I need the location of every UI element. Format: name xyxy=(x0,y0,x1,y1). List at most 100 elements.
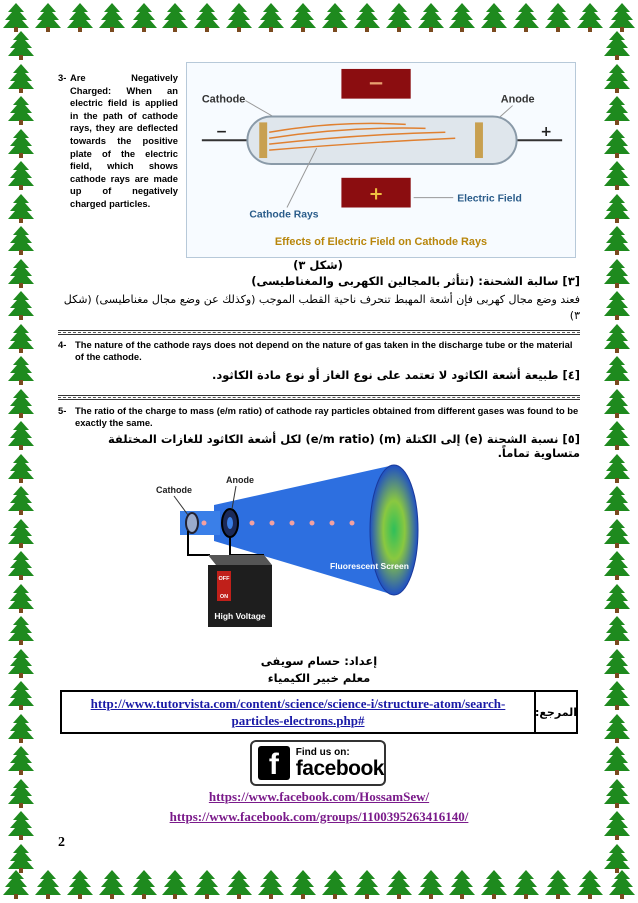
ray-dot xyxy=(201,520,207,526)
tree-icon xyxy=(130,2,158,32)
point-number: 4- xyxy=(58,339,67,350)
tree-icon xyxy=(7,843,35,873)
facebook-wordmark: facebook xyxy=(295,756,385,780)
tree-icon xyxy=(603,193,631,223)
tree-border-top xyxy=(0,2,638,36)
cathode-label: Cathode xyxy=(202,94,246,106)
point-5-arabic: [٥] نسبة الشحنة (e) إلى الكتلة (m) (e/m … xyxy=(107,432,580,460)
cathode-pointer xyxy=(173,495,189,516)
tree-icon xyxy=(603,680,631,710)
tree-icon xyxy=(7,258,35,288)
tree-icon xyxy=(7,388,35,418)
tree-icon xyxy=(576,2,604,32)
tree-icon xyxy=(385,2,413,32)
tree-icon xyxy=(193,869,221,899)
ray-dot xyxy=(269,520,275,526)
switch-off-label: OFF xyxy=(219,576,231,582)
tree-icon xyxy=(66,2,94,32)
tree-icon xyxy=(98,869,126,899)
ray-line xyxy=(269,131,446,145)
tree-icon xyxy=(603,63,631,93)
tree-icon xyxy=(161,2,189,32)
tree-icon xyxy=(7,810,35,840)
anode-plus: + xyxy=(540,124,552,140)
tree-icon xyxy=(7,648,35,678)
find-us-label: Find us on: xyxy=(295,746,350,758)
cathode-disc xyxy=(185,512,199,534)
facebook-badge-text: Find us on: facebook xyxy=(295,746,385,780)
tree-icon xyxy=(608,869,636,899)
tree-icon xyxy=(603,648,631,678)
tree-icon xyxy=(603,518,631,548)
tree-icon xyxy=(130,869,158,899)
electric-field-label: Electric Field xyxy=(457,194,522,205)
divider xyxy=(58,330,580,335)
teacher-title: معلم خبير الكيمياء xyxy=(267,671,371,685)
tree-icon xyxy=(603,778,631,808)
tree-border-right xyxy=(600,30,634,873)
ray-line xyxy=(269,137,456,151)
tree-icon xyxy=(7,518,35,548)
facebook-group-link[interactable]: https://www.facebook.com/groups/11003952… xyxy=(169,809,469,824)
tree-icon xyxy=(7,550,35,580)
tree-icon xyxy=(7,193,35,223)
cathode-label: Cathode xyxy=(156,485,192,495)
point-3-arabic-body: فعند وضع مجال كهربى فإن أشعة المهبط تنحر… xyxy=(63,293,580,322)
tree-icon xyxy=(7,225,35,255)
tree-icon xyxy=(7,583,35,613)
tree-icon xyxy=(603,485,631,515)
tree-icon xyxy=(544,869,572,899)
tree-icon xyxy=(603,95,631,125)
tree-icon xyxy=(603,388,631,418)
tree-icon xyxy=(608,2,636,32)
tree-icon xyxy=(603,583,631,613)
electric-field-diagram: − Cathode Anode − + + Cathode Rays Elect… xyxy=(186,62,576,258)
facebook-badge[interactable]: f Find us on: facebook xyxy=(250,740,386,786)
plus-sign: + xyxy=(369,184,384,205)
tree-icon xyxy=(289,2,317,32)
tree-icon xyxy=(7,63,35,93)
tube-cone xyxy=(214,465,394,595)
tree-icon xyxy=(603,128,631,158)
point-text: Are Negatively Charged: When an electric… xyxy=(70,72,178,209)
tree-icon xyxy=(321,869,349,899)
tree-icon xyxy=(603,30,631,60)
ray-line xyxy=(269,127,426,139)
tree-icon xyxy=(34,2,62,32)
tree-icon xyxy=(7,453,35,483)
cathode-plate xyxy=(259,122,268,159)
tree-icon xyxy=(353,2,381,32)
tree-icon xyxy=(7,355,35,385)
tree-icon xyxy=(603,713,631,743)
tree-icon xyxy=(257,2,285,32)
ray-dot xyxy=(309,520,315,526)
tree-icon xyxy=(225,2,253,32)
tree-icon xyxy=(603,843,631,873)
anode-label: Anode xyxy=(501,94,535,106)
point-number: 3- xyxy=(58,72,67,83)
tree-icon xyxy=(417,2,445,32)
tree-icon xyxy=(512,2,540,32)
rays-pointer xyxy=(286,147,318,208)
ray-line xyxy=(269,122,406,134)
point-4-arabic: [٤] طبيعة أشعة الكاثود لا تعتمد على نوع … xyxy=(211,368,580,382)
cathode-rays-label: Cathode Rays xyxy=(249,209,318,220)
tree-icon xyxy=(7,128,35,158)
point-number: 5- xyxy=(58,405,67,416)
reference-link[interactable]: http://www.tutorvista.com/content/scienc… xyxy=(90,696,506,728)
tree-icon xyxy=(385,869,413,899)
tree-icon xyxy=(7,680,35,710)
point-text: The nature of the cathode rays does not … xyxy=(75,339,573,362)
point-4-english: 4- The nature of the cathode rays does n… xyxy=(58,339,580,363)
tree-icon xyxy=(257,869,285,899)
tree-icon xyxy=(544,2,572,32)
tree-icon xyxy=(603,745,631,775)
minus-sign: − xyxy=(368,72,385,95)
prepared-by: إعداد: حسام سويفى xyxy=(260,654,378,668)
ray-dot xyxy=(249,520,255,526)
figure-caption: Effects of Electric Field on Cathode Ray… xyxy=(275,236,487,248)
facebook-page-link[interactable]: https://www.facebook.com/HossamSew/ xyxy=(208,789,430,804)
wire-cathode xyxy=(187,531,210,556)
positive-plate xyxy=(341,177,411,208)
high-voltage-label: High Voltage xyxy=(214,611,266,621)
